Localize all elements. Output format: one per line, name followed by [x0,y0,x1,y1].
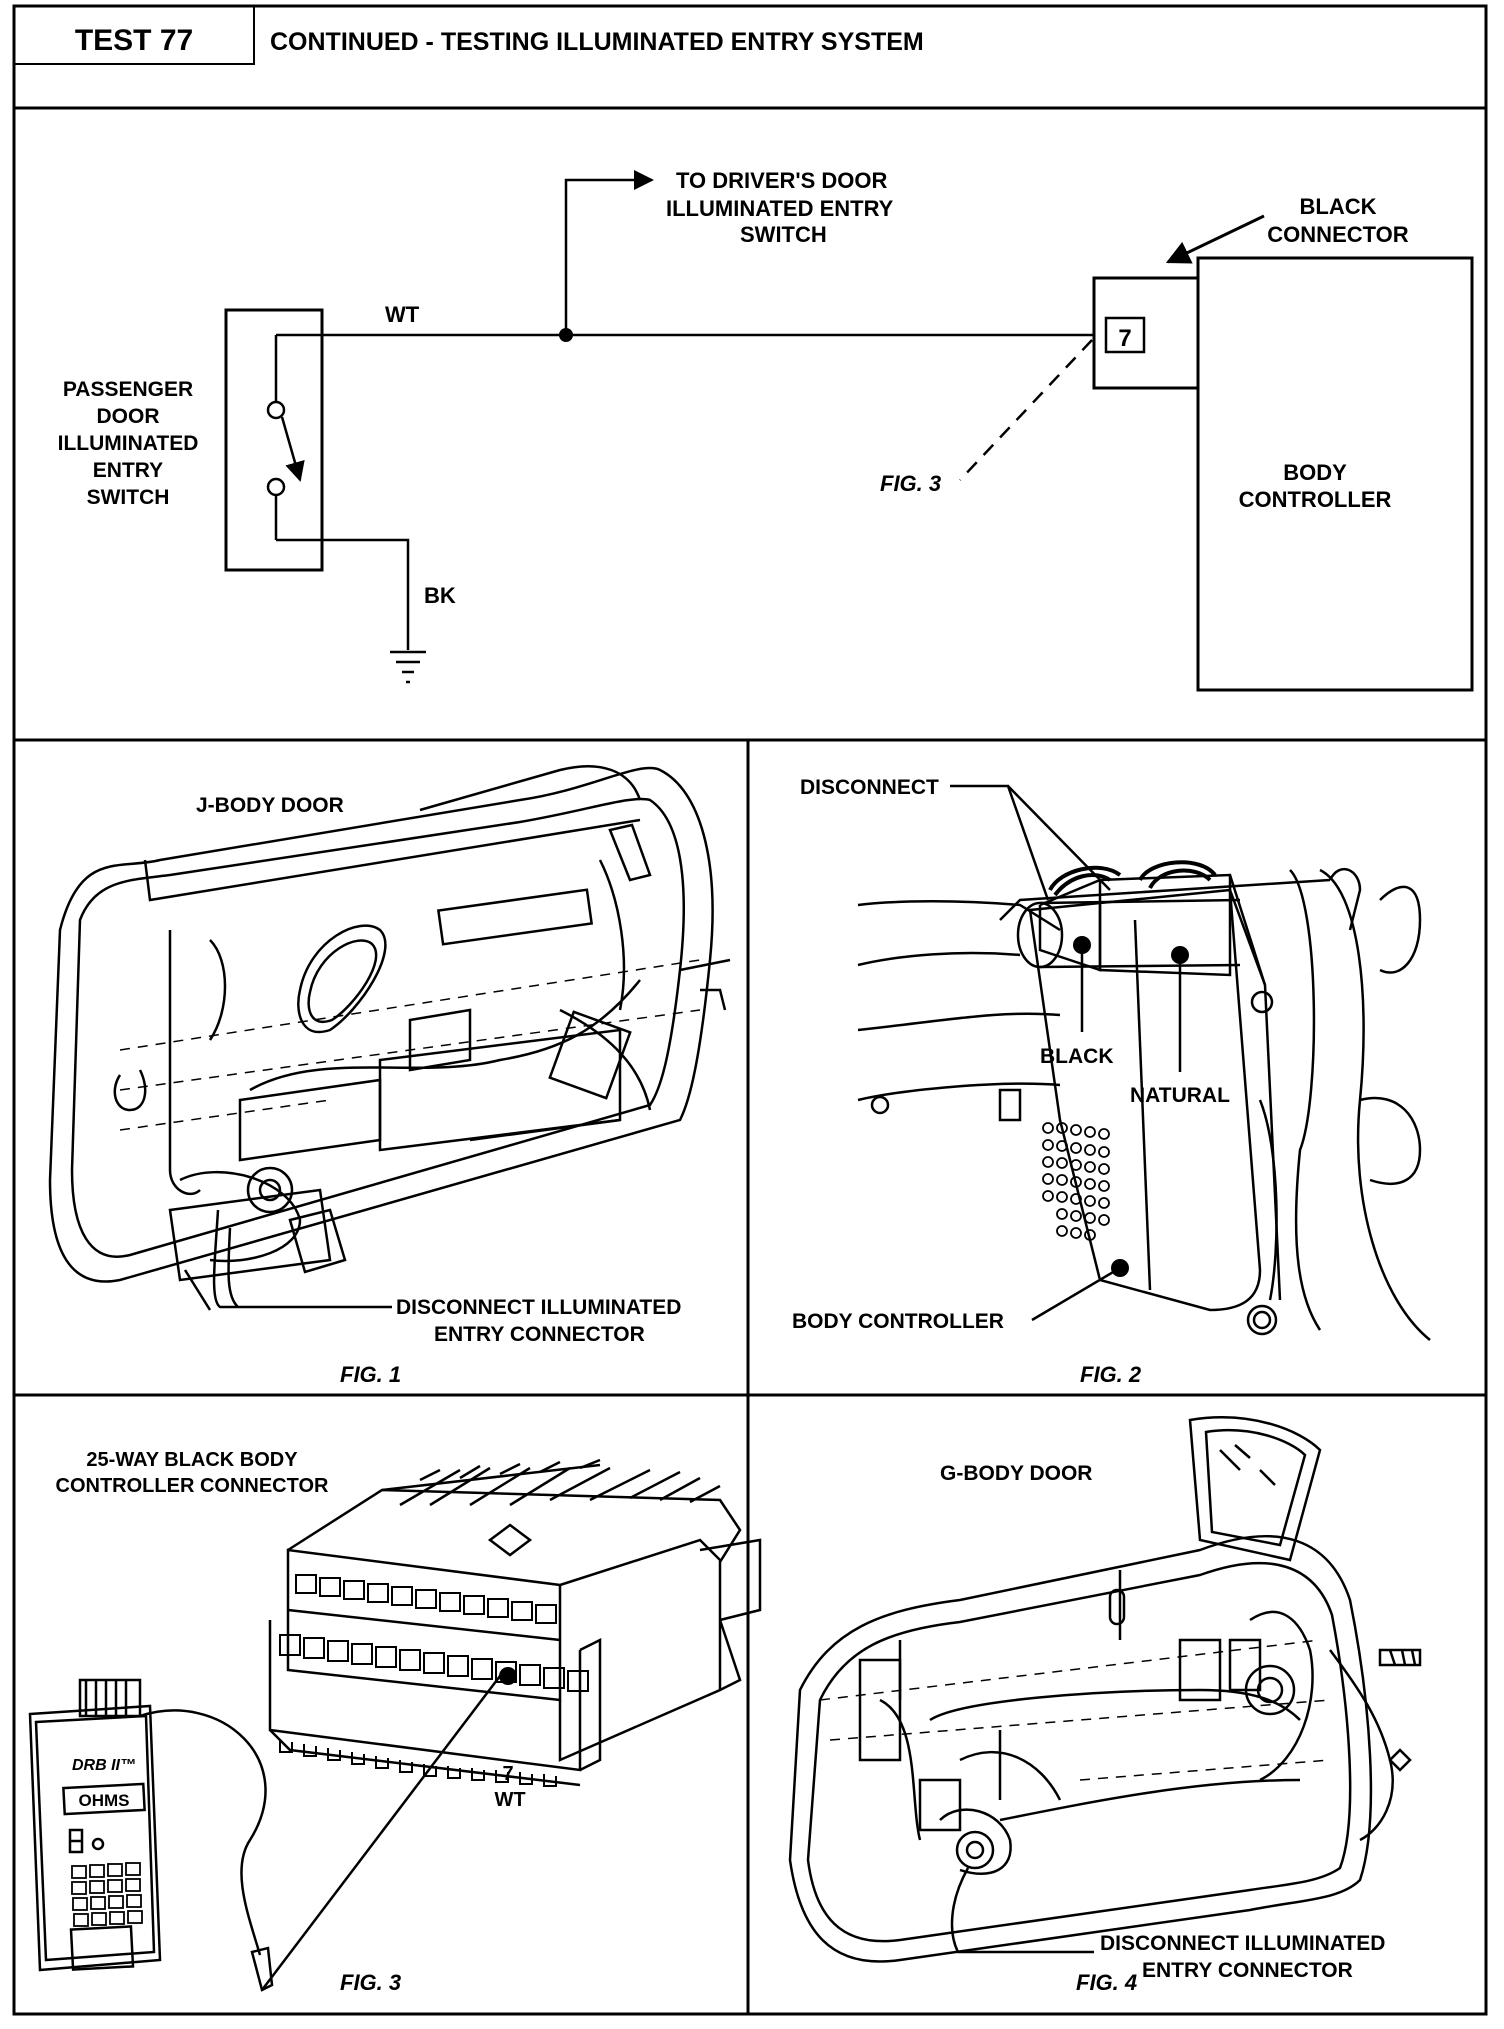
passenger-switch-label-4: ENTRY [93,459,163,482]
passenger-switch-label-2: DOOR [97,405,160,428]
test-lead [139,1709,267,1956]
fig3-caption: FIG. 3 [340,1970,401,1995]
body-controller-label-2: CONTROLLER [1239,487,1392,512]
meter-brand-label: DRB II™ [72,1757,136,1774]
to-driver-door-label-2: ILLUMINATED ENTRY [666,196,894,221]
black-connector-label-1: BLACK [1300,194,1377,219]
connector-pin-number: 7 [1118,325,1131,352]
fig3-pin-wire: WT [494,1789,525,1811]
fig2-disconnect-label: DISCONNECT [800,776,939,799]
fig4-panel: G-BODY DOOR DISCONNECT ILLUMINATED ENTRY … [788,1416,1422,1995]
black-connector-box [1092,276,1200,390]
fig4-callout-1: DISCONNECT ILLUMINATED [1100,1932,1385,1955]
meter-keypad [71,1862,143,1927]
pin-7-marker [499,1667,517,1685]
ground-symbol-icon [390,650,426,684]
to-driver-door-label-1: TO DRIVER'S DOOR [676,168,888,193]
wire-wt-label: WT [385,302,420,327]
passenger-switch-box [224,308,324,572]
body-controller-label-1: BODY [1283,460,1347,485]
page-frame [12,4,1488,2016]
fig1-title: J-BODY DOOR [196,794,344,817]
passenger-switch-label-3: ILLUMINATED [58,432,199,455]
fig4-title: G-BODY DOOR [940,1462,1092,1485]
fig4-callout-2: ENTRY CONNECTOR [1142,1959,1353,1982]
page-title: CONTINUED - TESTING ILLUMINATED ENTRY SY… [270,28,924,56]
fig4-caption: FIG. 4 [1076,1970,1137,1995]
fig2-caption: FIG. 2 [1080,1362,1142,1387]
fig1-panel: J-BODY DOOR DISCONNECT ILLUMINATED ENTRY … [48,765,731,1387]
fig3-reference: FIG. 3 [880,471,941,496]
passenger-switch-label-1: PASSENGER [63,378,193,401]
drb-meter-icon [28,1678,162,1972]
passenger-switch-label-5: SWITCH [87,486,170,509]
fig1-caption: FIG. 1 [340,1362,401,1387]
fig2-natural-label: NATURAL [1130,1084,1230,1107]
black-connector-label-2: CONNECTOR [1267,222,1408,247]
header: TEST 77 CONTINUED - TESTING ILLUMINATED … [13,5,924,65]
fig3-title-1: 25-WAY BLACK BODY [86,1449,298,1471]
body-controller-drawing [857,860,1431,1341]
fig3-title-2: CONTROLLER CONNECTOR [56,1475,330,1497]
wire-bk-label: BK [424,583,456,608]
fig1-callout-1: DISCONNECT ILLUMINATED [396,1296,681,1319]
fig2-panel: DISCONNECT BLACK NATURAL BODY CONTROLLER… [792,776,1431,1387]
meter-mode-label: OHMS [79,1791,130,1810]
j-body-door-drawing [48,765,731,1311]
test-label: TEST 77 [75,24,193,57]
g-body-door-drawing [788,1416,1422,1963]
vent-holes [1042,1122,1110,1241]
fig2-black-label: BLACK [1040,1045,1114,1068]
to-driver-door-label-3: SWITCH [740,222,827,247]
fig2-body-controller-label: BODY CONTROLLER [792,1310,1004,1333]
connector-drawing [268,1458,762,1787]
fig1-callout-2: ENTRY CONNECTOR [434,1323,645,1346]
body-controller-box [1196,256,1474,692]
fig3-pin-number: 7 [502,1763,513,1785]
